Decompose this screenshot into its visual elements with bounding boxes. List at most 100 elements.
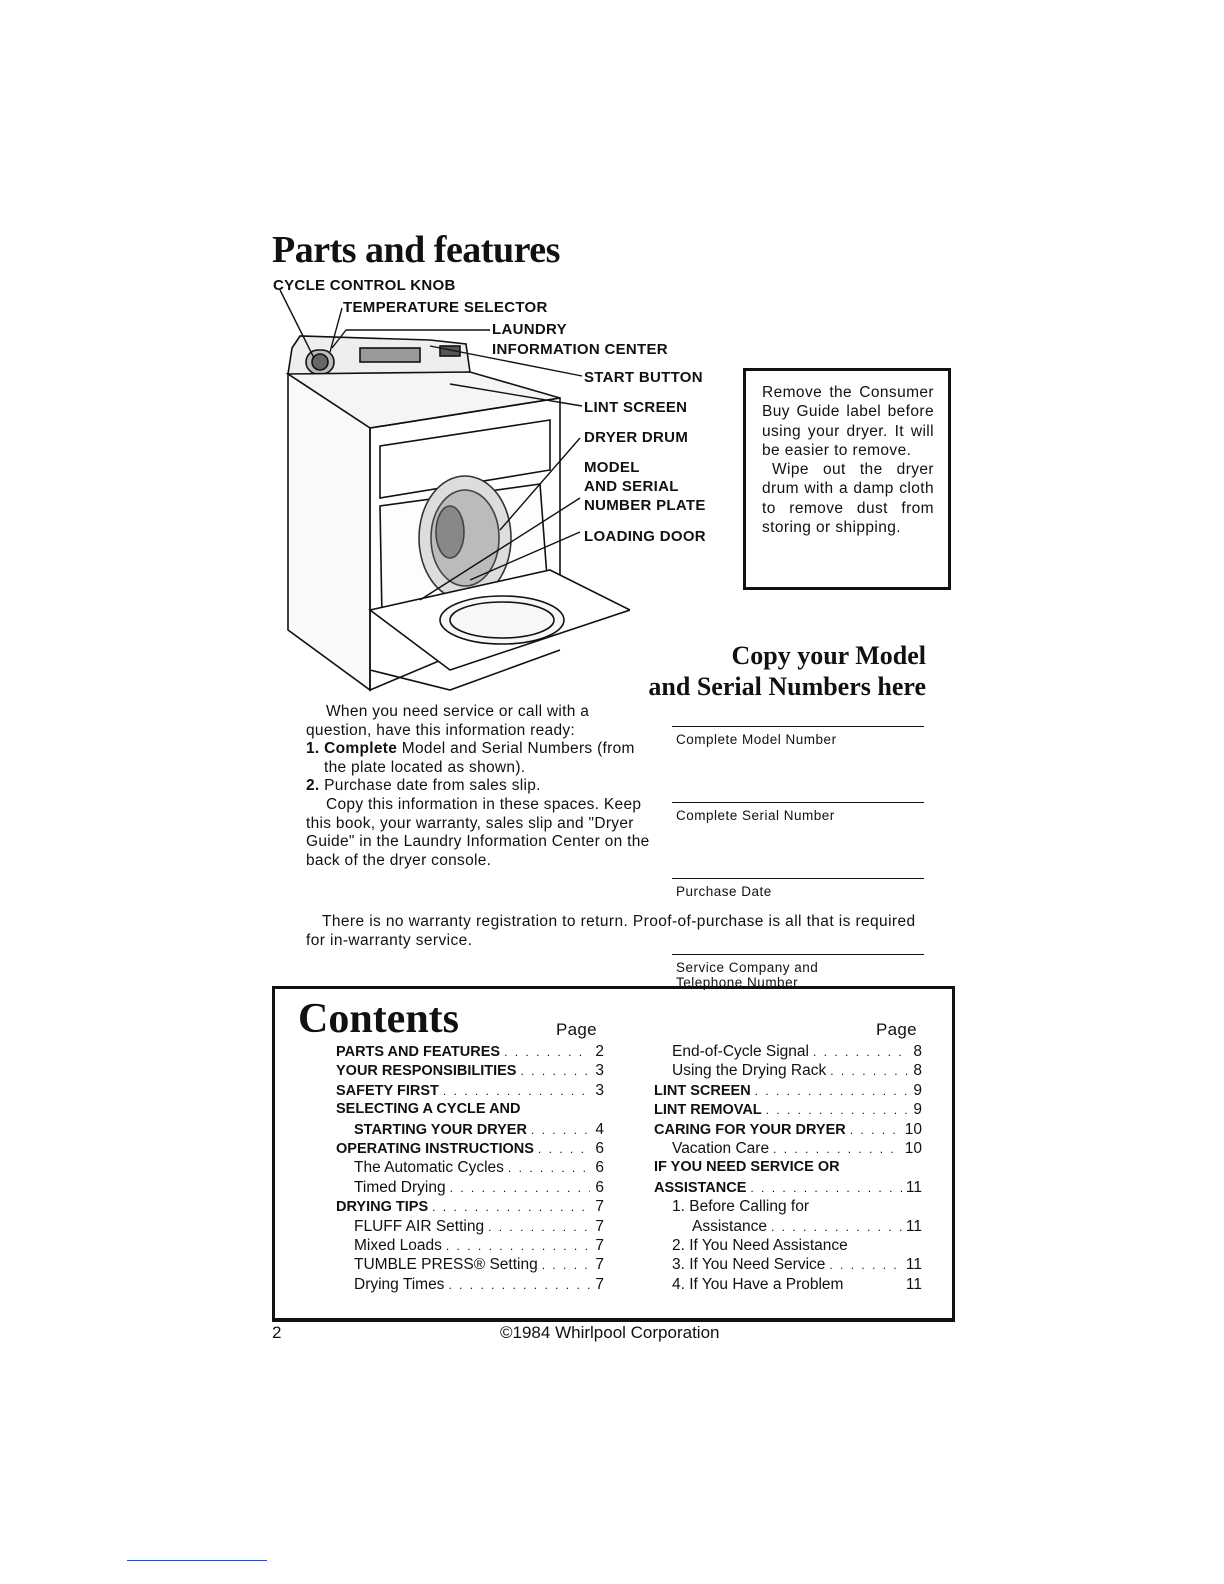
toc-entry[interactable]: FLUFF AIR Setting. . . . . . . . . . . .… <box>336 1217 604 1236</box>
toc-entry-title: SAFETY FIRST <box>336 1082 439 1099</box>
purchase-date-field[interactable]: Purchase Date <box>672 878 924 926</box>
contents-box <box>272 986 955 1322</box>
toc-entry-title: Assistance <box>692 1217 767 1235</box>
toc-entry[interactable]: Assistance. . . . . . . . . . . . . . . … <box>654 1217 922 1236</box>
toc-entry[interactable]: 3. If You Need Service. . . . . . . . . … <box>654 1255 922 1274</box>
toc-dot-leader: . . . . . . . . . . . . . . . . . . . . … <box>770 1219 902 1234</box>
toc-entry[interactable]: 1. Before Calling for <box>654 1197 922 1216</box>
toc-entry[interactable]: The Automatic Cycles. . . . . . . . . . … <box>336 1158 604 1177</box>
model-number-label: Complete Model Number <box>676 732 837 747</box>
item-1-number: 1. <box>306 740 320 758</box>
toc-dot-leader: . . . . . . . . . . . . . . . . . . . . … <box>750 1180 902 1195</box>
warranty-note: There is no warranty registration to ret… <box>306 912 922 950</box>
toc-entry[interactable]: Drying Times. . . . . . . . . . . . . . … <box>336 1275 604 1294</box>
toc-entry[interactable]: 2. If You Need Assistance <box>654 1236 922 1255</box>
toc-entry-page: 10 <box>904 1139 922 1157</box>
toc-dot-leader: . . . . . . . . . . . . . . . . . . . . … <box>488 1219 590 1234</box>
contents-title: Contents <box>298 996 460 1042</box>
toc-entry-title: Mixed Loads <box>354 1236 442 1254</box>
contents-right-column: End-of-Cycle Signal . . . . . . . . . . .… <box>654 1042 922 1294</box>
toc-entry-title: End-of-Cycle Signal <box>672 1043 809 1060</box>
toc-entry[interactable]: ASSISTANCE. . . . . . . . . . . . . . . … <box>654 1178 922 1197</box>
toc-entry-page: 3 <box>595 1081 604 1099</box>
toc-dot-leader: . . . . . . . . . . . . . . . . . . . . … <box>765 1103 908 1118</box>
toc-entry-page: 7 <box>595 1275 604 1293</box>
toc-entry[interactable]: SELECTING A CYCLE AND <box>336 1100 604 1119</box>
toc-entry[interactable]: PARTS AND FEATURES. . . . . . . . . . . … <box>336 1042 604 1061</box>
toc-entry-title: LINT SCREEN <box>654 1082 751 1099</box>
contents-left-column: PARTS AND FEATURES. . . . . . . . . . . … <box>336 1042 604 1294</box>
toc-entry[interactable]: DRYING TIPS. . . . . . . . . . . . . . .… <box>336 1197 604 1216</box>
toc-entry-page: 11 <box>905 1256 922 1274</box>
toc-entry-page: 8 <box>913 1062 922 1080</box>
toc-entry[interactable]: End-of-Cycle Signal. . . . . . . . . . .… <box>654 1042 922 1061</box>
item-1-bold: Complete <box>324 740 398 758</box>
callout-dryer-drum: DRYER DRUM <box>584 429 689 446</box>
page-number: 2 <box>272 1323 282 1342</box>
toc-entry[interactable]: Mixed Loads. . . . . . . . . . . . . . .… <box>336 1236 604 1255</box>
callout-lint-screen: LINT SCREEN <box>584 399 688 416</box>
toc-entry[interactable]: STARTING YOUR DRYER. . . . . . . . . . .… <box>336 1120 604 1139</box>
model-number-field[interactable]: Complete Model Number <box>672 726 924 774</box>
toc-entry-page: 7 <box>595 1236 604 1254</box>
toc-dot-leader: . . . . . . . . . . . . . . . . . . . . … <box>442 1083 590 1098</box>
service-company-line <box>672 954 924 955</box>
toc-entry[interactable]: SAFETY FIRST. . . . . . . . . . . . . . … <box>336 1081 604 1100</box>
instructions-intro: When you need service or call with a que… <box>306 703 590 739</box>
toc-dot-leader: . . . . . . . . . . . . . . . . . . . . … <box>829 1258 902 1273</box>
copy-numbers-heading: Copy your Model and Serial Numbers here <box>648 640 926 702</box>
toc-dot-leader: . . . . . . . . . . . . . . . . . . . . … <box>541 1258 590 1273</box>
toc-entry-page: 11 <box>905 1178 922 1196</box>
toc-entry-page: 6 <box>595 1178 604 1196</box>
toc-entry[interactable]: TUMBLE PRESS® Setting. . . . . . . . . .… <box>336 1255 604 1274</box>
instruction-item-2: 2. Purchase date from sales slip. <box>306 777 658 796</box>
toc-entry[interactable]: Vacation Care. . . . . . . . . . . . . .… <box>654 1139 922 1158</box>
toc-dot-leader: . . . . . . . . . . . . . . . . . . . . … <box>448 1277 590 1292</box>
toc-entry[interactable]: YOUR RESPONSIBILITIES. . . . . . . . . .… <box>336 1061 604 1080</box>
toc-entry-title: FLUFF AIR Setting <box>354 1217 485 1235</box>
right-page-header: Page <box>876 1020 917 1039</box>
toc-entry[interactable]: CARING FOR YOUR DRYER. . . . . . . . . .… <box>654 1120 922 1139</box>
purchase-date-line <box>672 878 924 879</box>
toc-entry-title: STARTING YOUR DRYER <box>354 1121 527 1138</box>
toc-entry-title: 3. If You Need Service <box>672 1256 826 1274</box>
toc-entry-page: 6 <box>595 1139 604 1157</box>
serial-number-field[interactable]: Complete Serial Number <box>672 802 924 850</box>
toc-entry-title: The Automatic Cycles <box>354 1159 504 1177</box>
toc-entry-title: 1. Before Calling for <box>672 1198 809 1216</box>
toc-dot-leader: . . . . . . . . . . . . . . . . . . . . … <box>449 1180 590 1195</box>
toc-entry[interactable]: LINT SCREEN. . . . . . . . . . . . . . .… <box>654 1081 922 1100</box>
toc-dot-leader: . . . . . . . . . . . . . . . . . . . . … <box>849 1122 901 1137</box>
toc-entry-page: 4 <box>595 1120 604 1138</box>
toc-entry-title: YOUR RESPONSIBILITIES <box>336 1063 517 1080</box>
item-2-text: Purchase date from sales slip. <box>319 777 541 795</box>
footnote-rule <box>127 1560 267 1561</box>
toc-dot-leader: . . . . . . . . . . . . . . . . . . . . … <box>754 1083 908 1098</box>
callout-start-button: START BUTTON <box>584 369 703 386</box>
service-instructions: When you need service or call with a que… <box>306 703 658 870</box>
callout-laundry: LAUNDRY <box>492 321 567 338</box>
toc-entry-page: 9 <box>913 1101 922 1119</box>
toc-entry[interactable]: LINT REMOVAL. . . . . . . . . . . . . . … <box>654 1100 922 1119</box>
model-number-line <box>672 726 924 727</box>
toc-entry[interactable]: Timed Drying. . . . . . . . . . . . . . … <box>336 1178 604 1197</box>
copyright: ©1984 Whirlpool Corporation <box>500 1323 720 1342</box>
callout-information-center: INFORMATION CENTER <box>492 341 668 358</box>
item-2-number: 2. <box>306 777 320 795</box>
toc-dot-leader: . . . . . . . . . . . . . . . . . . . . … <box>504 1045 590 1059</box>
serial-number-line <box>672 802 924 803</box>
copy-heading-line-2: and Serial Numbers here <box>648 672 926 701</box>
toc-dot-leader: . . . . . . . . . . . . . . . . . . . . … <box>507 1161 590 1176</box>
toc-entry[interactable]: OPERATING INSTRUCTIONS. . . . . . . . . … <box>336 1139 604 1158</box>
toc-entry-page: 3 <box>595 1062 604 1080</box>
toc-entry[interactable]: IF YOU NEED SERVICE OR <box>654 1158 922 1177</box>
callout-cycle-control-knob: CYCLE CONTROL KNOB <box>273 277 456 294</box>
toc-entry-page: 2 <box>595 1043 604 1060</box>
toc-entry-page: 8 <box>913 1043 922 1060</box>
dryer-illustration <box>279 289 630 692</box>
toc-dot-leader: . . . . . . . . . . . . . . . . . . . . … <box>445 1238 590 1253</box>
toc-entry-title: CARING FOR YOUR DRYER <box>654 1121 846 1138</box>
toc-dot-leader: . . . . . . . . . . . . . . . . . . . . … <box>530 1122 590 1137</box>
toc-entry[interactable]: Using the Drying Rack. . . . . . . . . .… <box>654 1061 922 1080</box>
